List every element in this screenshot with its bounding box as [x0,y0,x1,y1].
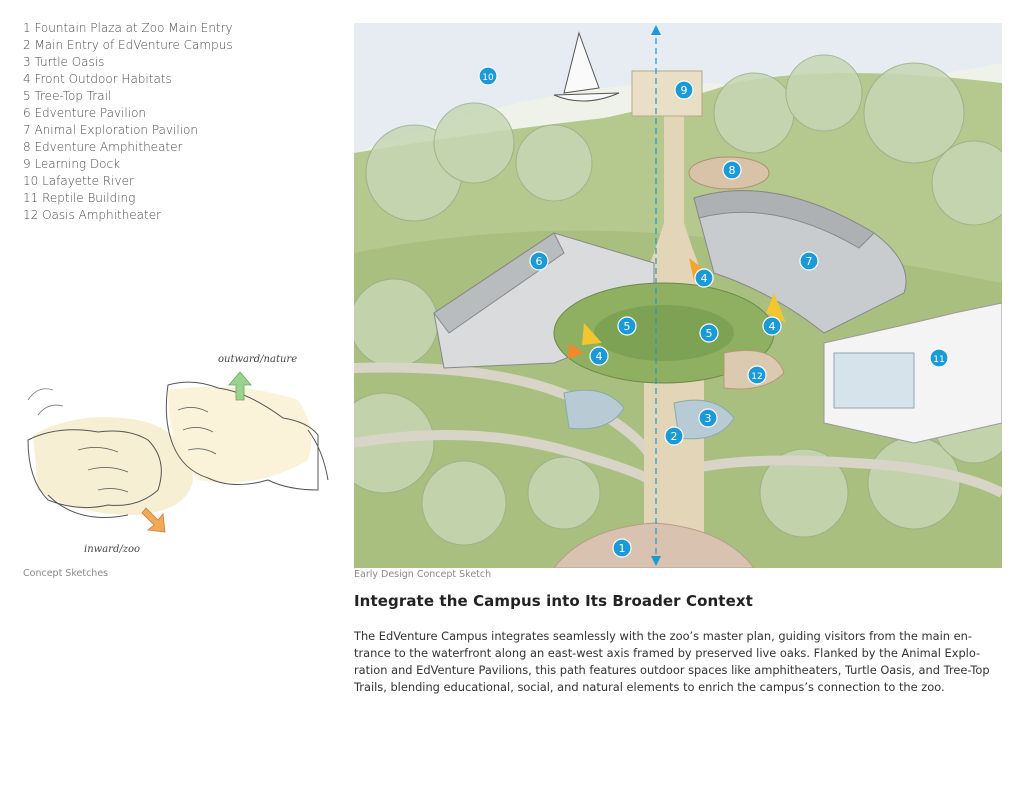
section-body: The EdVenture Campus integrates seamless… [354,628,1004,696]
site-markers: 1098674445541211321 [478,66,949,558]
outward-arrow-icon [228,371,252,401]
legend-item: 7 Animal Exploration Pavilion [23,123,198,137]
site-marker-label: 9 [681,84,688,97]
body-line: ration and EdVenture Pavilions, this pat… [354,663,990,677]
habitat-sail-icon [568,258,786,359]
site-marker-4: 4 [589,346,609,366]
site-marker-label: 11 [933,355,944,365]
site-marker-5: 5 [617,316,637,336]
site-marker-label: 5 [706,327,713,340]
site-marker-label: 8 [729,164,736,177]
site-marker-label: 7 [806,255,813,268]
legend-item: 4 Front Outdoor Habitats [23,72,172,86]
sailboat-icon [553,31,620,102]
site-marker-5: 5 [699,323,719,343]
site-marker-8: 8 [722,160,742,180]
site-marker-4: 4 [694,268,714,288]
site-marker-1: 1 [612,538,632,558]
sketch-caption: Concept Sketches [23,568,109,579]
body-line: Trails, blending educational, social, an… [354,680,945,694]
section-heading: Integrate the Campus into Its Broader Co… [354,592,753,610]
illustration-caption: Early Design Concept Sketch [354,569,492,580]
site-marker-6: 6 [529,251,549,271]
site-marker-label: 12 [751,372,762,382]
site-marker-3: 3 [698,408,718,428]
site-marker-label: 4 [596,350,603,363]
site-marker-10: 10 [478,66,498,86]
legend-item: 6 Edventure Pavilion [23,106,147,120]
site-legend: 1 Fountain Plaza at Zoo Main Entry 2 Mai… [23,20,233,224]
legend-item: 1 Fountain Plaza at Zoo Main Entry [23,21,233,35]
site-marker-4: 4 [762,316,782,336]
site-marker-label: 4 [769,320,776,333]
inward-arrow-icon [141,507,166,533]
legend-item: 5 Tree-Top Trail [23,89,112,103]
site-marker-9: 9 [674,80,694,100]
inward-label: inward/zoo [84,544,140,555]
campus-aerial-illustration: 1098674445541211321 [354,23,1002,568]
legend-item: 9 Learning Dock [23,157,121,171]
body-line: The EdVenture Campus integrates seamless… [354,629,972,643]
legend-item: 10 Lafayette River [23,174,134,188]
site-marker-2: 2 [664,426,684,446]
site-marker-label: 3 [705,412,712,425]
site-marker-label: 6 [536,255,543,268]
site-marker-label: 5 [624,320,631,333]
legend-item: 8 Edventure Amphitheater [23,140,183,154]
site-marker-label: 2 [671,430,678,443]
site-marker-label: 10 [482,73,494,83]
hands-concept-sketch: outward/nature inward/zoo [27,354,329,555]
legend-item: 11 Reptile Building [23,191,136,205]
legend-item: 2 Main Entry of EdVenture Campus [23,38,233,52]
site-marker-12: 12 [747,365,767,385]
body-line: trance to the waterfront along an east-w… [354,646,981,660]
legend-item: 3 Turtle Oasis [23,55,105,69]
outward-label: outward/nature [218,354,297,365]
site-marker-label: 1 [619,542,626,555]
site-marker-11: 11 [929,348,949,368]
site-marker-7: 7 [799,251,819,271]
site-marker-label: 4 [701,272,708,285]
legend-item: 12 Oasis Amphitheater [23,208,162,222]
